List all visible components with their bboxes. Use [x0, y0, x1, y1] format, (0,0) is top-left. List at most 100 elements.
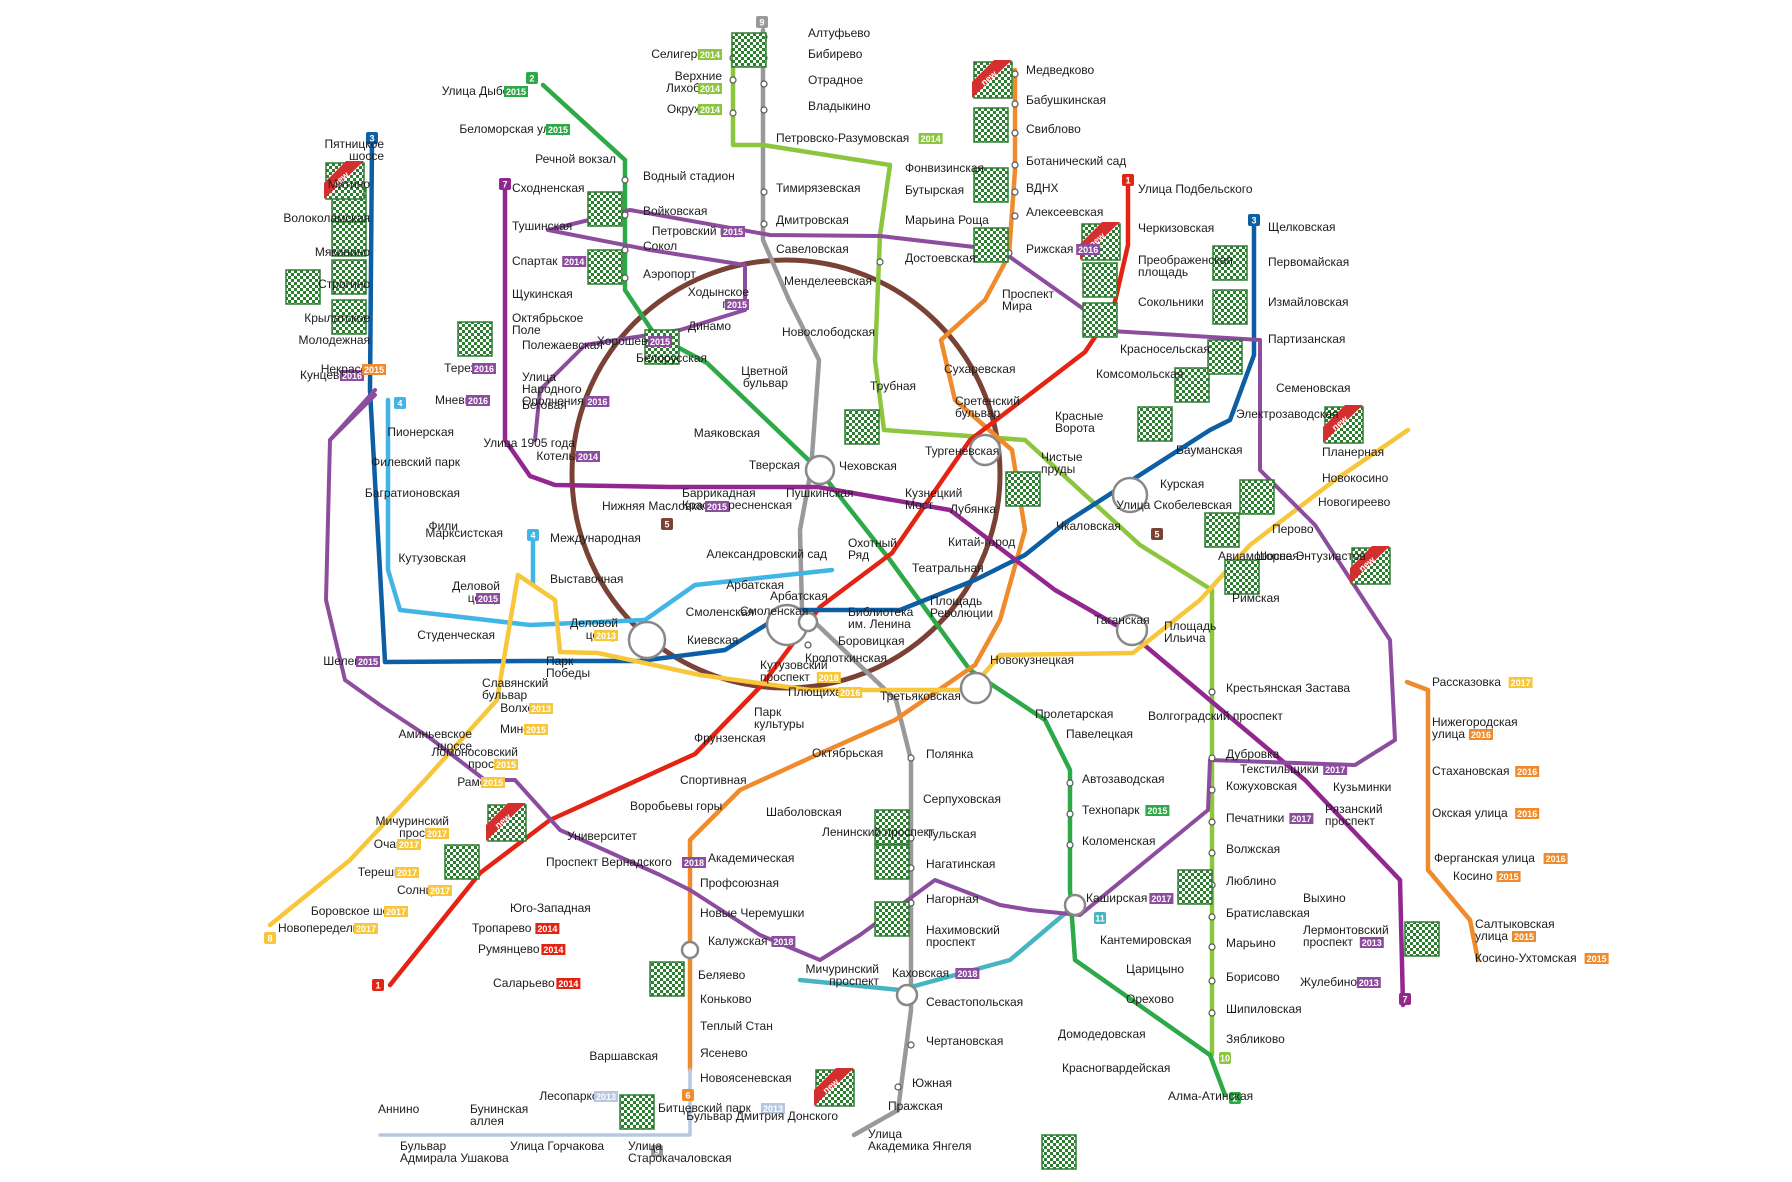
station-name[interactable]: Таганская [1094, 613, 1150, 627]
station-name[interactable]: Красносельская [1120, 342, 1210, 356]
station[interactable]: Нагорная [926, 892, 979, 906]
qr-badge[interactable] [587, 249, 623, 285]
station-name[interactable]: улица [1432, 727, 1465, 741]
station-name[interactable]: Пятницкое [324, 137, 384, 151]
station-name[interactable]: Борисово [1226, 970, 1280, 984]
station-name[interactable]: Кузнецкий [905, 486, 962, 500]
station[interactable]: Трубная [870, 379, 916, 393]
station[interactable]: Бибирево [808, 47, 863, 61]
station[interactable]: Волгоградский проспект [1148, 709, 1283, 723]
station-name[interactable]: Фрунзенская [694, 731, 766, 745]
station-marker[interactable] [1208, 943, 1216, 951]
station-name[interactable]: Люблино [1226, 874, 1277, 888]
line-number-badge[interactable] [527, 529, 539, 541]
station-name[interactable]: Октябрьское [512, 311, 584, 325]
station-name[interactable]: Пушкинская [786, 486, 854, 500]
station-marker[interactable] [1011, 100, 1019, 108]
station[interactable]: Чеховская [839, 459, 897, 473]
station-name[interactable]: Жулебино [1300, 975, 1357, 989]
station-name[interactable]: Полежаевская [522, 338, 603, 352]
station-name[interactable]: Площадь [1164, 619, 1216, 633]
station[interactable]: Ленинский проспект [822, 825, 935, 839]
station-marker[interactable] [1208, 849, 1216, 857]
station-name[interactable]: Проспект Вернадского [546, 855, 672, 869]
station-name[interactable]: Бабушкинская [1026, 93, 1106, 107]
station[interactable]: Партизанская [1268, 332, 1345, 346]
station-name[interactable]: Марьино [1226, 936, 1276, 950]
station[interactable]: Владыкино [808, 99, 871, 113]
station[interactable]: Кантемировская [1100, 933, 1192, 947]
station-name[interactable]: Строгино [318, 277, 370, 291]
line-number-badge[interactable] [756, 16, 768, 28]
line-number-badge[interactable] [682, 1089, 694, 1101]
station-name[interactable]: Выхино [1303, 891, 1346, 905]
station-name[interactable]: пруды [1041, 462, 1075, 476]
station[interactable]: Щелковская [1268, 220, 1336, 234]
transfer-turgenevskaya[interactable] [968, 433, 1002, 467]
station-marker[interactable] [621, 176, 629, 184]
station-marker[interactable] [1208, 818, 1216, 826]
station[interactable]: Улица Скобелевская [1116, 498, 1232, 512]
station-name[interactable]: Рижская [1026, 242, 1073, 256]
station[interactable]: Беляево [698, 968, 746, 982]
station[interactable]: Фили [428, 519, 458, 533]
station-name[interactable]: Красногвардейская [1062, 1061, 1170, 1075]
station[interactable]: Боровицкая [838, 634, 905, 648]
station-marker[interactable] [760, 188, 768, 196]
station[interactable]: Волоколамская [283, 211, 370, 225]
qr-badge[interactable] [1041, 1134, 1077, 1170]
line-number-badge[interactable] [264, 932, 276, 944]
station[interactable]: Первомайская [1268, 255, 1349, 269]
station[interactable]: Юго-Западная [510, 901, 591, 915]
station-name[interactable]: Динамо [688, 319, 731, 333]
qr-badge[interactable] [587, 191, 623, 227]
station-name[interactable]: Улица [522, 370, 556, 384]
line-number-badge[interactable] [661, 518, 673, 530]
qr-badge[interactable] [1174, 367, 1210, 403]
station-name[interactable]: шоссе [437, 739, 472, 753]
station-name[interactable]: ВДНХ [1026, 181, 1059, 195]
station-name[interactable]: Коломенская [1082, 834, 1155, 848]
station-name[interactable]: Планерная [1322, 445, 1384, 459]
station-name[interactable]: Ходынское [688, 285, 750, 299]
station-name[interactable]: Речной вокзал [535, 152, 616, 166]
station-name[interactable]: Тургеневская [925, 444, 999, 458]
station[interactable]: Арбатская [726, 578, 784, 592]
station-name[interactable]: Саларьево [493, 976, 555, 990]
station[interactable]: Ходынскоеполе2015 [688, 285, 750, 311]
station[interactable]: Белорусская [636, 351, 707, 365]
station[interactable]: Бутырская [905, 183, 964, 197]
station[interactable]: Марксистская [425, 526, 503, 540]
station[interactable]: Крылатское [304, 311, 370, 325]
station[interactable]: Октябрьская [812, 746, 883, 760]
station-name[interactable]: Мост [905, 498, 934, 512]
station[interactable]: Царицыно [1126, 962, 1184, 976]
station-name[interactable]: Кропоткинская [805, 651, 887, 665]
station[interactable]: Сходненская [512, 181, 585, 195]
station-name[interactable]: улица [1475, 929, 1508, 943]
station[interactable]: ВДНХ [1026, 181, 1059, 195]
station[interactable]: Университет [567, 829, 637, 843]
station-marker[interactable] [1011, 212, 1019, 220]
station-name[interactable]: Щелковская [1268, 220, 1336, 234]
qr-badge[interactable] [1204, 512, 1240, 548]
station-name[interactable]: Китай-город [948, 535, 1015, 549]
